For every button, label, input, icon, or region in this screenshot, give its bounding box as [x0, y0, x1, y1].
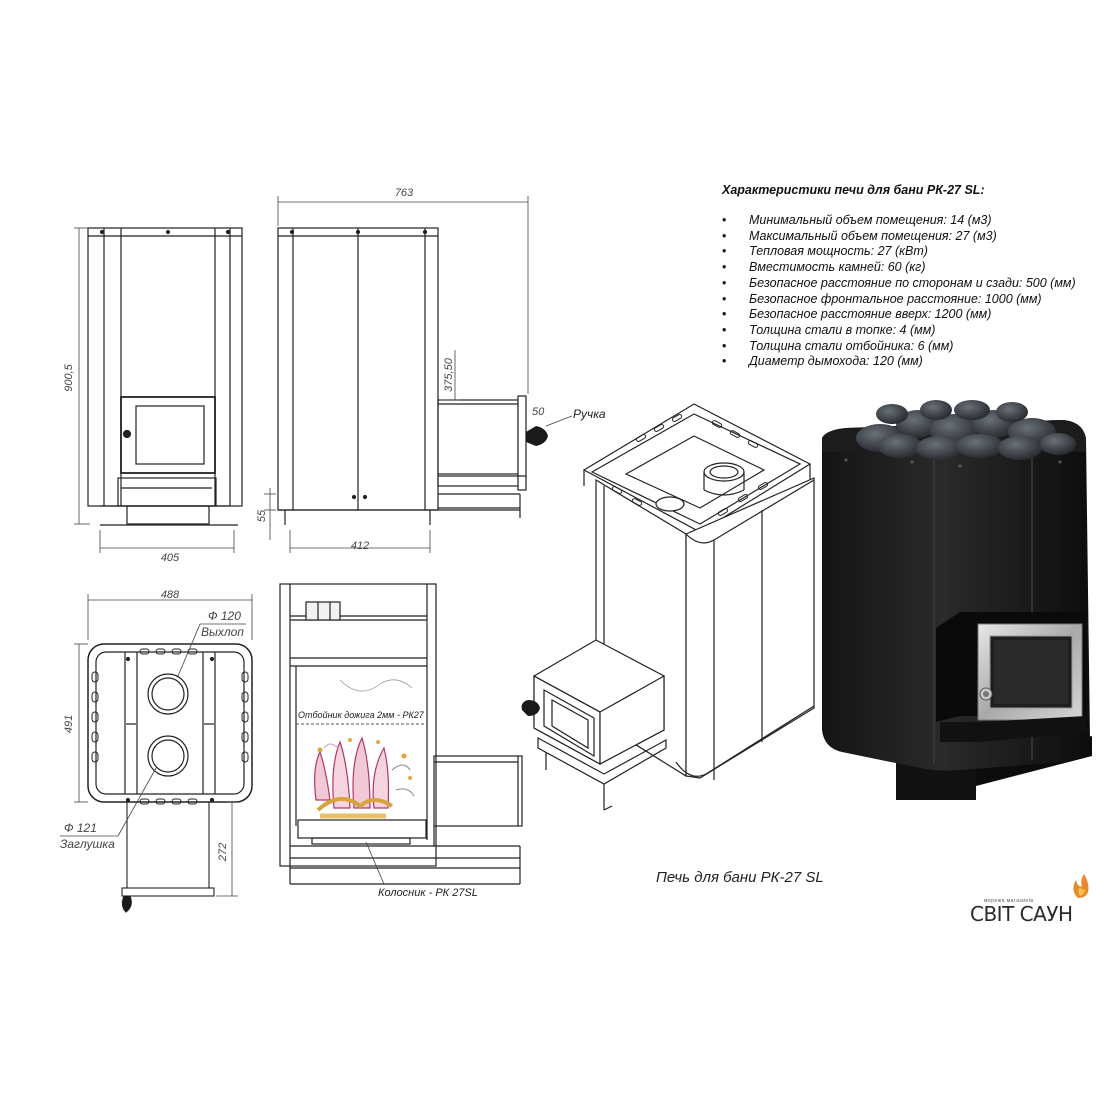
spec-item: Максимальный объем помещения: 27 (м3)	[722, 229, 1102, 245]
side-handle	[526, 426, 548, 446]
front-height-dimension	[74, 227, 90, 525]
specifications-title: Характеристики печи для бани РК-27 SL:	[722, 183, 985, 197]
front-width-dimension	[99, 530, 235, 553]
isometric-vent-slots	[611, 414, 769, 516]
section-flames	[314, 679, 415, 819]
top-view	[87, 643, 253, 803]
spec-item: Безопасное расстояние по сторонам и сзад…	[722, 276, 1102, 292]
spec-item: Толщина стали в топке: 4 (мм)	[722, 323, 1102, 339]
specifications-list: Минимальный объем помещения: 14 (м3) Мак…	[722, 213, 1102, 370]
flue-label: Выхлоп	[201, 625, 244, 639]
section-view	[279, 583, 523, 885]
product-caption: Печь для бани РК-27 SL	[656, 869, 824, 886]
flue-diameter-label: Ф 120	[208, 609, 241, 623]
logo-name: СВІТ САУН	[970, 902, 1073, 926]
legs-dimension	[264, 488, 276, 540]
top-view-vent-slots	[91, 648, 249, 805]
grate-leader	[365, 841, 385, 885]
spec-item: Минимальный объем помещения: 14 (м3)	[722, 213, 1102, 229]
top-width-value: 488	[161, 589, 180, 601]
side-depth-value: 412	[351, 540, 369, 552]
firebox-height-dimension	[440, 350, 460, 401]
side-length-dimension	[277, 196, 529, 394]
handle-label: Ручка	[573, 407, 606, 421]
grate-label: Колосник - РК 27SL	[378, 887, 478, 899]
drawer-extension-dimension	[216, 801, 238, 897]
top-depth-value: 491	[63, 715, 75, 733]
front-view	[87, 227, 243, 526]
top-width-dimension	[87, 594, 253, 640]
handle-offset-value: 50	[532, 406, 545, 418]
isometric-drawing	[533, 403, 815, 811]
deflector-label: Отбойник дожига 2мм - РК27	[298, 710, 425, 720]
logo-flame-icon	[1073, 874, 1089, 898]
logo-tagline: мережа магазинів	[984, 898, 1034, 904]
top-depth-dimension	[74, 643, 88, 803]
top-view-drawer	[121, 802, 215, 913]
spec-item: Безопасное фронтальное расстояние: 1000 …	[722, 292, 1102, 308]
plug-diameter-label: Ф 121	[64, 821, 97, 835]
spec-item: Тепловая мощность: 27 (кВт)	[722, 244, 1102, 260]
front-width-value: 405	[161, 552, 180, 564]
plug-label: Заглушка	[60, 837, 115, 851]
side-view	[277, 227, 527, 525]
spec-item: Толщина стали отбойника: 6 (мм)	[722, 339, 1102, 355]
spec-item: Диаметр дымохода: 120 (мм)	[722, 354, 1102, 370]
flue-leader	[177, 623, 201, 677]
isometric-handle	[521, 700, 540, 716]
plug-leader	[117, 767, 157, 837]
side-depth-dimension	[289, 530, 431, 553]
handle-leader	[545, 415, 573, 427]
drawer-extension-value: 272	[217, 843, 229, 862]
legs-value: 55	[256, 509, 268, 522]
brand-logo: мережа магазинів СВІТ САУН	[968, 888, 1096, 936]
specifications-block: Характеристики печи для бани РК-27 SL: М…	[722, 183, 1102, 370]
spec-item: Вместимость камней: 60 (кг)	[722, 260, 1102, 276]
side-length-value: 763	[395, 187, 414, 199]
front-height-value: 900,5	[63, 363, 75, 391]
spec-item: Безопасное расстояние вверх: 1200 (мм)	[722, 307, 1102, 323]
section-flue-pipe	[305, 601, 341, 621]
stove-photo	[822, 400, 1092, 800]
firebox-height-value: 375,50	[443, 357, 455, 392]
